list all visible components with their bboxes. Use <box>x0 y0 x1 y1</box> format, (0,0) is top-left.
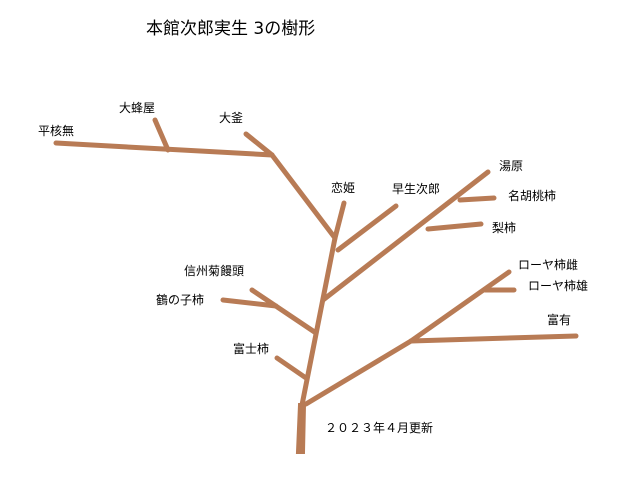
update-note: ２０２３年４月更新 <box>325 421 434 435</box>
label-loya-female: ローヤ柿雌 <box>518 258 579 272</box>
branch-ogama <box>243 131 275 158</box>
label-nashigaki: 梨柿 <box>492 221 517 235</box>
label-tsurunoko: 鶴の子柿 <box>156 293 205 307</box>
branch-fujigaki <box>274 355 309 381</box>
branch-fuyu <box>408 333 579 344</box>
branch-nashigaki <box>425 221 484 232</box>
diagram-title: 本館次郎実生 3の樹形 <box>146 19 316 39</box>
label-hiratanenashi: 平核無 <box>38 124 75 138</box>
label-taihachiya: 大蜂屋 <box>119 101 156 115</box>
branch-upper-left <box>269 152 338 241</box>
branch-taihachiya <box>152 117 171 153</box>
branch-lower-right <box>303 338 414 407</box>
label-ogama: 大釜 <box>219 111 244 125</box>
label-yubara: 湯原 <box>499 159 524 173</box>
branch-meikotohgaki <box>457 195 497 203</box>
branch-shinshu <box>249 287 319 336</box>
branch-yubara <box>320 169 491 303</box>
label-loya-male: ローヤ柿雄 <box>528 279 589 293</box>
label-fujigaki: 富士柿 <box>233 342 270 356</box>
branch-koihime <box>332 200 347 241</box>
label-koihime: 恋姫 <box>331 181 356 195</box>
branch-tsurunoko <box>220 297 279 309</box>
branch-wasejiro <box>335 203 399 253</box>
trunk <box>295 403 307 454</box>
label-wasejiro: 早生次郎 <box>392 182 441 196</box>
label-meikotohgaki: 名胡桃柿 <box>508 189 557 203</box>
branch-loya <box>408 269 512 344</box>
label-shinshu: 信州菊饅頭 <box>184 264 245 278</box>
label-fuyu: 富有 <box>547 313 572 327</box>
branch-hiratanenashi <box>53 140 275 158</box>
